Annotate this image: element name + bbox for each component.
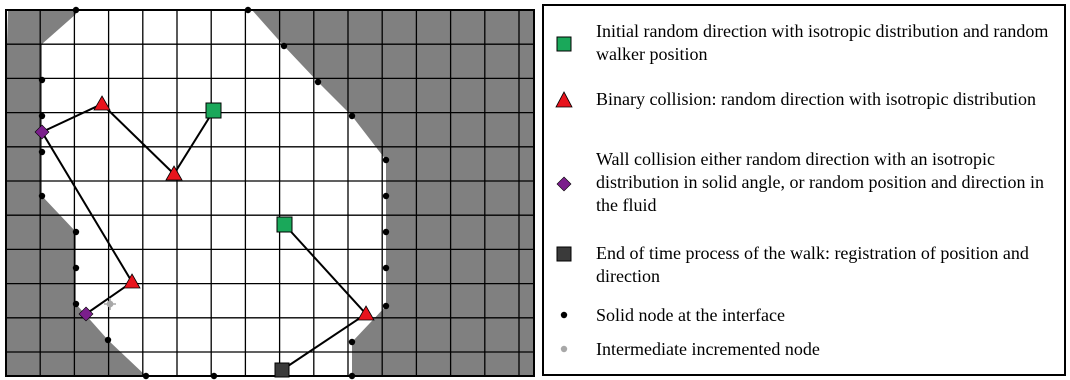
end-of-walk-marker	[274, 362, 290, 378]
legend-item-binary-collision: Binary collision: random direction with …	[544, 88, 1064, 138]
left-solid-wall	[6, 10, 146, 376]
solid-interface-node	[38, 112, 46, 120]
solid-interface-node	[348, 372, 356, 380]
solid-interface-node	[72, 300, 80, 308]
legend-text-wall-collision: Wall collision either random direction w…	[596, 149, 1044, 215]
right-solid-wall	[252, 10, 534, 376]
wall-collision-marker-1	[34, 124, 50, 140]
legend-text-solid-node: Solid node at the interface	[596, 305, 785, 325]
lattice-grid	[5, 9, 535, 377]
wall-collision-marker-2	[78, 306, 94, 322]
solid-interface-node	[382, 302, 390, 310]
binary-collision-marker-1	[93, 95, 111, 111]
solid-interface-node	[280, 42, 288, 50]
solid-interface-node	[382, 228, 390, 236]
binary-collision-marker-2	[165, 165, 183, 181]
legend-text-intermediate-node: Intermediate incremented node	[596, 339, 820, 359]
red-triangle-icon	[555, 91, 573, 108]
solid-interface-node	[314, 78, 322, 86]
initial-position-marker-2	[276, 216, 293, 233]
purple-diamond-icon	[556, 176, 572, 192]
binary-collision-marker-4	[357, 305, 375, 321]
legend-text-initial: Initial random direction with isotropic …	[596, 21, 1049, 64]
solid-interface-node	[382, 156, 390, 164]
solid-interface-node	[348, 338, 356, 346]
lattice-border	[5, 9, 535, 377]
solid-region	[6, 10, 534, 376]
solid-interface-node	[72, 264, 80, 272]
solid-interface-node	[72, 6, 80, 14]
black-dot-icon	[560, 311, 568, 319]
intermediate-node-cross	[104, 298, 116, 310]
legend-item-intermediate-node: Intermediate incremented node	[544, 338, 1064, 364]
lattice-diagram	[5, 6, 535, 380]
solid-interface-node	[38, 148, 46, 156]
solid-interface-node	[382, 192, 390, 200]
solid-interface-node	[72, 228, 80, 236]
initial-position-marker-1	[205, 102, 222, 119]
legend: Initial random direction with isotropic …	[542, 4, 1066, 376]
gray-dot-icon	[560, 345, 568, 353]
legend-item-end-of-walk: End of time process of the walk: registr…	[544, 242, 1064, 292]
dark-square-icon	[556, 246, 572, 262]
binary-collision-marker-3	[123, 273, 141, 289]
legend-text-end-of-walk: End of time process of the walk: registr…	[596, 243, 1029, 286]
legend-item-solid-node: Solid node at the interface	[544, 304, 1064, 330]
solid-interface-node	[348, 112, 356, 120]
solid-interface-node	[210, 372, 218, 380]
solid-interface-node	[38, 76, 46, 84]
legend-item-initial: Initial random direction with isotropic …	[544, 20, 1064, 70]
green-square-icon	[556, 36, 572, 52]
solid-interface-node	[142, 372, 150, 380]
solid-interface-node	[382, 264, 390, 272]
legend-item-wall-collision: Wall collision either random direction w…	[544, 148, 1064, 222]
legend-text-binary-collision: Binary collision: random direction with …	[596, 89, 1036, 109]
solid-interface-node	[104, 336, 112, 344]
solid-interface-node	[244, 6, 252, 14]
solid-interface-node	[38, 192, 46, 200]
solid-nodes	[38, 6, 390, 380]
